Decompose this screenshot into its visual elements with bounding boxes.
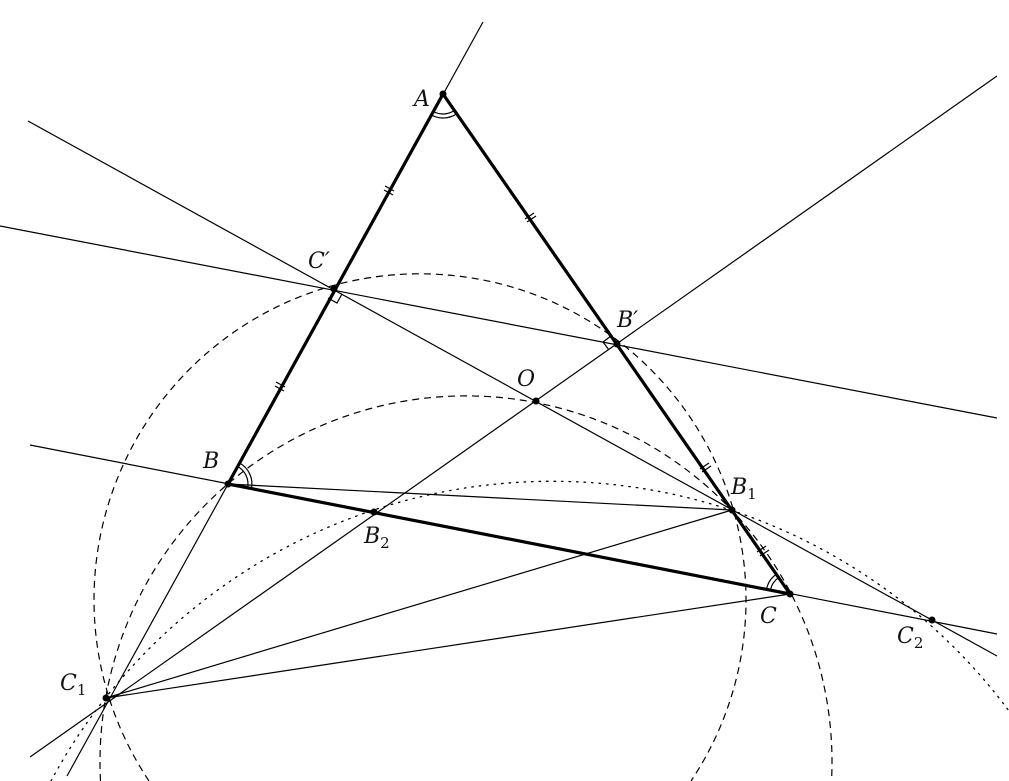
label-c: C <box>760 604 777 629</box>
triangle-abc <box>226 92 792 596</box>
point-c-prime <box>330 285 338 293</box>
label-c-prime: C′ <box>308 249 330 274</box>
label-c1: C1 <box>60 671 86 699</box>
segment-c1-b1 <box>105 509 733 699</box>
label-o: O <box>517 367 535 392</box>
perpendicular-bisector-ac <box>29 75 998 758</box>
point-b2 <box>370 508 378 516</box>
point-o <box>532 397 540 405</box>
segment-b-b1 <box>227 483 733 511</box>
point-a <box>439 90 447 98</box>
point-b-prime <box>613 340 621 348</box>
angle-mark-c <box>765 573 779 591</box>
equal-length-ticks <box>274 185 770 557</box>
point-b1 <box>728 506 736 514</box>
right-angle-mark-b-prime <box>602 335 612 351</box>
segment-c1-c <box>105 593 791 699</box>
point-c2 <box>928 616 936 624</box>
right-angle-mark-c-prime <box>327 293 343 304</box>
label-c2: C2 <box>897 624 923 652</box>
label-b2: B2 <box>363 524 390 552</box>
angle-mark-b <box>237 462 253 489</box>
points <box>102 90 936 702</box>
perpendicular-bisector-ab <box>27 120 998 657</box>
line-c-prime-b-prime <box>0 225 998 419</box>
angle-mark-a <box>431 109 458 119</box>
dashed-circle-through-midpoints <box>93 273 747 781</box>
dashed-circle-through-b-o-c <box>99 395 833 781</box>
dotted-circle-through-b1-b2 <box>50 480 1009 781</box>
point-c1 <box>102 694 110 702</box>
label-b-prime: B′ <box>616 308 638 333</box>
label-b1: B1 <box>730 475 757 503</box>
point-c <box>786 590 794 598</box>
point-b <box>224 480 232 488</box>
label-a: A <box>412 87 430 112</box>
label-b: B <box>202 449 219 474</box>
